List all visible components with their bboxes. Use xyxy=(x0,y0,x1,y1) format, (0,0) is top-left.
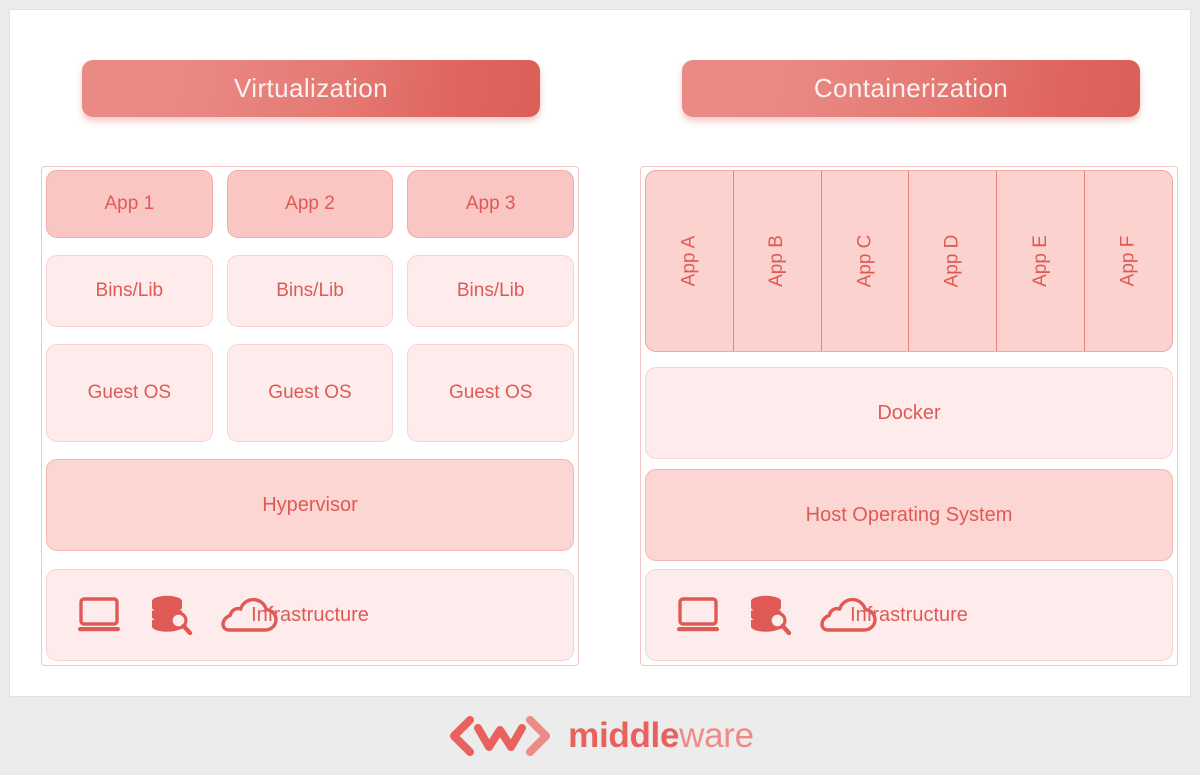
guest-os-box: Guest OS xyxy=(46,344,213,442)
cloud-icon xyxy=(221,594,281,636)
containerization-stack: App A App B App C App D App E xyxy=(640,166,1178,666)
container-app-label: App F xyxy=(1117,235,1139,287)
infrastructure-icon-group xyxy=(75,594,281,636)
container-app-label: App B xyxy=(766,235,788,287)
guest-os-label: Guest OS xyxy=(268,382,352,403)
guest-os-label: Guest OS xyxy=(448,382,533,403)
database-search-icon xyxy=(149,594,195,636)
container-app-cell: App A xyxy=(646,171,734,351)
container-app-cell: App F xyxy=(1085,171,1172,351)
container-app-cell: App D xyxy=(909,171,998,351)
host-os-box: Host Operating System xyxy=(645,469,1173,561)
docker-row: Docker xyxy=(645,367,1173,459)
infrastructure-row-left: Infrastructure xyxy=(46,569,574,661)
bins-lib-box: Bins/Lib xyxy=(407,255,575,327)
virtualization-banner-label: Virtualization xyxy=(234,73,388,103)
bins-lib-label: Bins/Lib xyxy=(95,280,164,301)
app-box: App 1 xyxy=(46,170,213,238)
containerization-banner-label: Containerization xyxy=(813,73,1009,103)
virtualization-guestos-row: Guest OS Guest OS Guest OS xyxy=(46,344,575,442)
infrastructure-label: Infrastructure xyxy=(850,603,968,626)
hypervisor-box: Hypervisor xyxy=(46,459,574,551)
guest-os-box: Guest OS xyxy=(407,344,575,442)
app-label: App 3 xyxy=(465,193,516,214)
hypervisor-label: Hypervisor xyxy=(262,493,358,516)
infrastructure-box: Infrastructure xyxy=(46,569,574,661)
bins-lib-box: Bins/Lib xyxy=(46,255,213,327)
infrastructure-icon-group xyxy=(674,594,880,636)
container-app-cell: App C xyxy=(822,171,910,351)
host-os-label: Host Operating System xyxy=(805,503,1013,526)
cloud-icon xyxy=(820,594,880,636)
container-app-label: App A xyxy=(678,235,700,287)
brand-light: ware xyxy=(679,716,754,755)
container-app-label: App D xyxy=(941,234,963,288)
infrastructure-row-right: Infrastructure xyxy=(645,569,1173,661)
infrastructure-box: Infrastructure xyxy=(645,569,1173,661)
laptop-icon xyxy=(674,595,722,635)
virtualization-stack: App 1 App 2 App 3 Bins/Lib Bins/Lib Bins… xyxy=(41,166,579,666)
diagram-canvas: Virtualization App 1 App 2 App 3 Bins/Li… xyxy=(9,9,1191,697)
container-app-cell: App B xyxy=(734,171,822,351)
host-os-row: Host Operating System xyxy=(645,469,1173,561)
bins-lib-label: Bins/Lib xyxy=(276,280,344,301)
virtualization-bins-row: Bins/Lib Bins/Lib Bins/Lib xyxy=(46,255,575,327)
footer: middleware xyxy=(0,697,1200,775)
bins-lib-label: Bins/Lib xyxy=(456,280,525,301)
app-box: App 3 xyxy=(407,170,575,238)
container-apps-strip: App A App B App C App D App E xyxy=(645,170,1173,352)
container-apps-row: App A App B App C App D App E xyxy=(645,170,1173,352)
bins-lib-box: Bins/Lib xyxy=(226,255,394,327)
laptop-icon xyxy=(75,595,123,635)
database-search-icon xyxy=(748,594,794,636)
container-app-cell: App E xyxy=(997,171,1086,351)
container-app-label: App E xyxy=(1029,235,1051,287)
hypervisor-row: Hypervisor xyxy=(46,459,574,551)
guest-os-box: Guest OS xyxy=(226,344,394,442)
containerization-banner: Containerization xyxy=(682,60,1140,121)
virtualization-banner: Virtualization xyxy=(82,60,540,121)
brand-bold: middle xyxy=(568,716,680,755)
brand-wordmark: middleware xyxy=(568,716,754,756)
app-label: App 2 xyxy=(285,193,335,214)
container-app-label: App C xyxy=(854,234,876,288)
infrastructure-label: Infrastructure xyxy=(251,603,369,626)
virtualization-apps-row: App 1 App 2 App 3 xyxy=(46,170,575,238)
docker-label: Docker xyxy=(877,401,941,424)
guest-os-label: Guest OS xyxy=(87,382,172,403)
app-label: App 1 xyxy=(104,193,155,214)
docker-box: Docker xyxy=(645,367,1173,459)
app-box: App 2 xyxy=(226,170,394,238)
middleware-logo-mark-icon xyxy=(446,714,554,758)
